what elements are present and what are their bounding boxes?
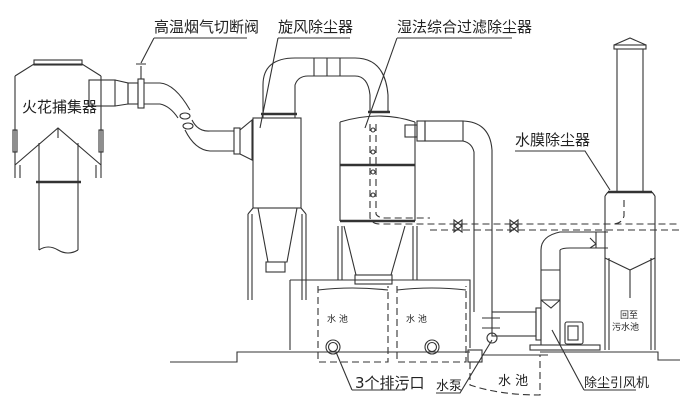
- label-shutoff-valve: 高温烟气切断阀: [154, 18, 259, 36]
- label-cyclone: 旋风除尘器: [278, 18, 353, 36]
- label-fan: 除尘引风机: [584, 376, 649, 391]
- water-lines: [430, 200, 680, 234]
- inlet-duct: [88, 63, 241, 155]
- label-drain-outlets: 3个排污口: [355, 374, 425, 392]
- spark-catcher: [12, 59, 104, 254]
- sump-label: 水 池: [498, 374, 528, 389]
- wet-filter-dust-collector: [337, 110, 680, 312]
- water-pools: 水 池 水 池: [289, 279, 471, 363]
- label-spark-catcher: 火花捕集器: [22, 98, 97, 116]
- pool-label-left: 水 池: [327, 313, 348, 325]
- label-wet-filter: 湿法综合过滤除尘器: [397, 18, 532, 36]
- pool-label-right: 水 池: [406, 313, 427, 325]
- return-label-1: 回至: [620, 310, 638, 321]
- water-film-dust-collector: 回至 污水池: [604, 37, 656, 350]
- induced-draft-fan: [491, 231, 608, 351]
- label-pump: 水泵: [436, 379, 462, 394]
- return-label-2: 污水池: [612, 321, 639, 333]
- callouts: 火花捕集器 高温烟气切断阀 旋风除尘器 湿法综合过滤除尘器 水膜除尘器 3个排污…: [22, 18, 649, 394]
- label-water-film: 水膜除尘器: [515, 131, 590, 149]
- cyclone-dust-collector: [239, 57, 389, 300]
- ground-line: [170, 351, 680, 363]
